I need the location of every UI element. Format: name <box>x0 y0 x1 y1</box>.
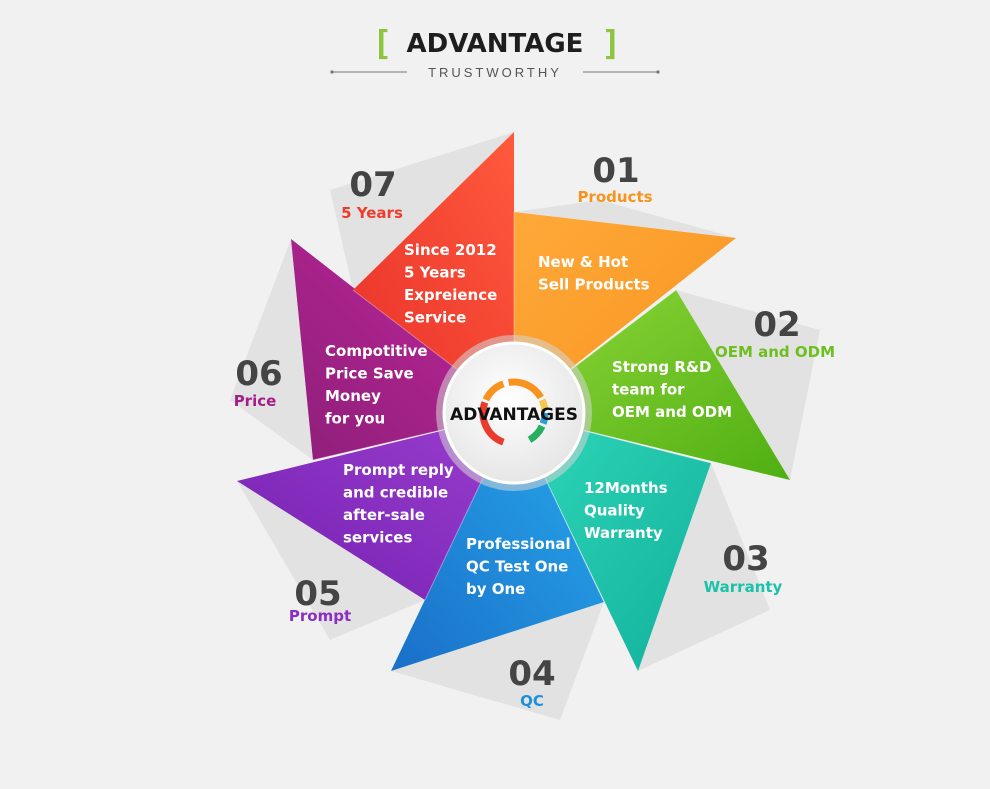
segment-03-caption: Warranty <box>704 578 783 596</box>
segment-06-number: 06 <box>235 354 282 394</box>
segment-07 <box>353 132 514 413</box>
segment-text-line: 5 Years <box>404 264 466 282</box>
segment-text-line: Professional <box>466 535 571 553</box>
segment-01-caption: Products <box>577 188 652 206</box>
hub-color-ring <box>479 378 549 446</box>
segment-text-line: Compotitive <box>325 342 428 360</box>
segment-05 <box>237 413 514 600</box>
segment-text-line: Money <box>325 387 381 405</box>
segment-03-number: 03 <box>722 539 769 579</box>
segment-shadow <box>676 290 820 480</box>
segment-text-line: team for <box>612 381 685 399</box>
page-title: ADVANTAGE <box>407 29 584 59</box>
segment-05-number: 05 <box>294 574 341 614</box>
segment-text-line: Strong R&D <box>612 358 711 376</box>
segment-02-number: 02 <box>753 305 800 345</box>
rule-dot-left <box>330 70 334 74</box>
segment-text-line: OEM and ODM <box>612 403 732 421</box>
segment-text-line: Service <box>404 309 466 327</box>
segment-04-text: Professional QC Test One by One <box>466 535 571 598</box>
right-bracket: ] <box>601 24 621 64</box>
left-bracket: [ <box>372 24 392 64</box>
segment-text-line: QC Test One <box>466 558 568 576</box>
segment-text-line: Prompt reply <box>343 461 454 479</box>
hub-disc <box>442 341 586 485</box>
hub-ring-arc <box>527 424 546 443</box>
segment-text-line: Sell Products <box>538 276 650 294</box>
segment-shadows <box>230 132 820 720</box>
segment-shadow <box>237 481 425 640</box>
segment-text-line: Since 2012 <box>404 241 497 259</box>
segment-text-line: after-sale <box>343 506 425 524</box>
segment-text-line: Price Save <box>325 365 414 383</box>
segment-04-caption: QC <box>520 692 544 710</box>
segment-07-number: 07 <box>349 165 396 205</box>
hub-ring-arc <box>538 398 549 411</box>
segment-text-line: for you <box>325 410 385 428</box>
segment-shadow <box>391 602 604 720</box>
segment-07-caption: 5 Years <box>341 204 403 222</box>
segment-text-line: and credible <box>343 484 448 502</box>
segment-01-number: 01 <box>592 151 639 191</box>
segment-text-line: services <box>343 529 412 547</box>
hub-ring-arc <box>482 380 505 402</box>
segment-text-line: Expreience <box>404 286 497 304</box>
segment-02-caption: OEM and ODM <box>715 343 835 361</box>
center-label: ADVANTAGES <box>450 405 578 425</box>
segment-shadow <box>230 239 313 460</box>
segment-05-text: Prompt reply and credible after-sale servic… <box>343 461 454 547</box>
segment-text-line: New & Hot <box>538 253 628 271</box>
pinwheel <box>237 132 790 671</box>
header: [ ] ADVANTAGE TRUSTWORTHY <box>330 24 660 80</box>
segment-05-caption: Prompt <box>289 607 351 625</box>
segment-03 <box>514 413 711 671</box>
hub-ring-arc <box>508 378 544 400</box>
segment-text-line: by One <box>466 580 525 598</box>
rule-dot-right <box>656 70 660 74</box>
center-hub: ADVANTAGES <box>436 335 592 491</box>
segment-text-line: Quality <box>584 502 645 520</box>
segment-shadow <box>638 463 770 671</box>
segment-text-line: 12Months <box>584 479 668 497</box>
segment-04-number: 04 <box>508 654 555 694</box>
segment-shadow <box>514 200 736 238</box>
hub-ring-arc <box>479 401 505 446</box>
segment-text-line: Warranty <box>584 524 663 542</box>
page-subtitle: TRUSTWORTHY <box>428 65 562 80</box>
segment-06-caption: Price <box>234 392 277 410</box>
hub-ring-arc <box>539 412 549 425</box>
segment-04 <box>391 413 604 671</box>
segment-shadow <box>330 132 514 290</box>
segment-02 <box>514 290 790 480</box>
